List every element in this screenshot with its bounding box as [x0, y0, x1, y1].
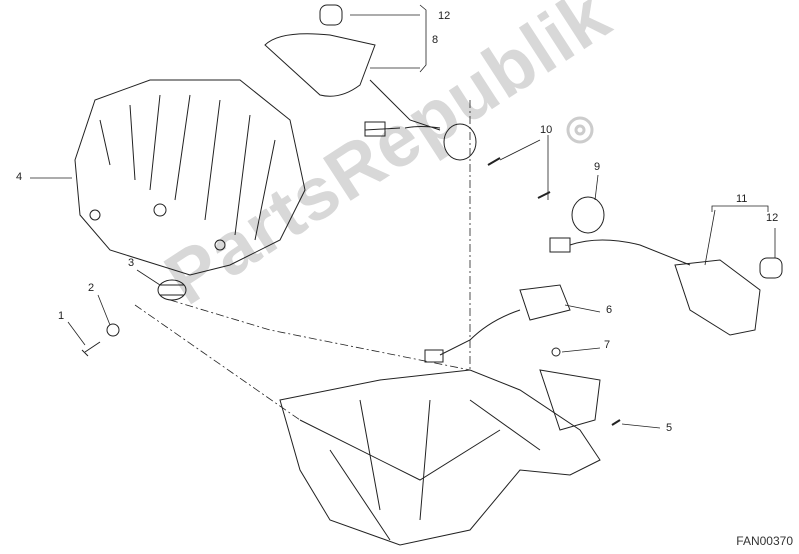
diagram-code: FAN00370	[736, 534, 793, 548]
right-indicator	[674, 259, 761, 336]
rear-subframe	[279, 369, 601, 546]
bulb-holder	[157, 279, 187, 301]
callout-7: 7	[604, 339, 611, 351]
screw-10	[487, 157, 501, 166]
left-indicator	[264, 33, 376, 97]
callout-3: 3	[128, 257, 135, 269]
washer	[106, 323, 120, 337]
bulb-12-right	[759, 257, 783, 279]
callout-12: 12	[438, 10, 451, 22]
tail-light-housing	[74, 79, 306, 276]
screw-5	[611, 419, 621, 426]
callout-5: 5	[666, 422, 673, 434]
callout-12: 12	[766, 212, 779, 224]
callout-11: 11	[736, 193, 748, 205]
callout-1: 1	[58, 310, 65, 322]
callout-2: 2	[88, 282, 95, 294]
grommet-right	[571, 196, 605, 234]
gear-icon	[566, 116, 594, 144]
callout-6: 6	[606, 304, 613, 316]
screw	[81, 341, 101, 357]
plate-light	[519, 284, 571, 321]
callout-9: 9	[594, 161, 601, 173]
callout-4: 4	[16, 171, 23, 183]
bulb-12-left	[319, 4, 343, 26]
callout-8: 8	[432, 34, 439, 46]
nut-7	[551, 347, 561, 357]
callout-10: 10	[540, 124, 553, 136]
grommet-left	[443, 123, 477, 161]
